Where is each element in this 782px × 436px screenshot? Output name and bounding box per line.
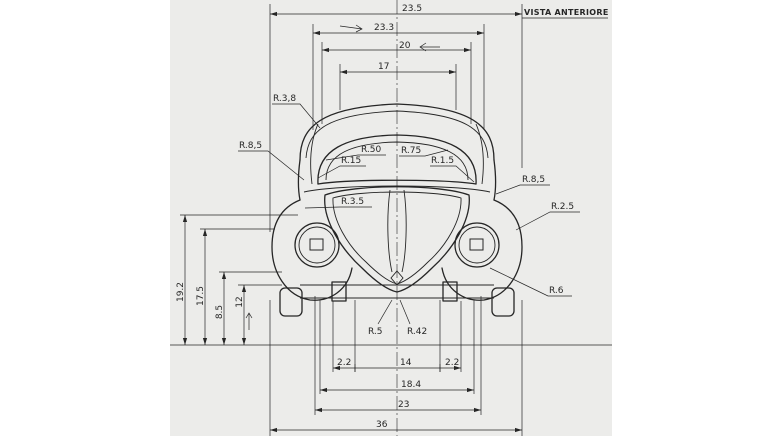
left-body-side (297, 159, 301, 201)
radius-label: R.2.5 (551, 202, 574, 212)
top-extension-lines (269, 4, 523, 232)
radius-label: R.3,8 (273, 94, 296, 104)
roof-outline (299, 103, 495, 161)
hand-arrow-right (339, 24, 363, 33)
leader-line (495, 184, 550, 195)
radius-annotations: R.3,8 R.8,5 R.50 R.15 R.75 R.1.5 R.8,5 R… (238, 94, 580, 337)
right-headlight-rim (458, 226, 496, 264)
dimension-label: 2.2 (337, 358, 351, 368)
left-tire (279, 287, 303, 317)
leader-line (399, 299, 411, 325)
right-side-window (475, 123, 484, 185)
hood-ridge-left (387, 189, 393, 273)
dimension-label: 18.4 (401, 380, 421, 390)
right-tire (491, 287, 515, 317)
leader-line (430, 165, 475, 183)
windshield-bottom (317, 179, 477, 185)
leader-line (272, 103, 321, 129)
radius-label: R.5 (368, 327, 383, 337)
right-fender (441, 199, 523, 301)
radius-label: R.15 (341, 156, 361, 166)
dimension-label: 19.2 (176, 282, 186, 302)
leader-line (489, 267, 572, 297)
dimension-label: 23.5 (402, 4, 422, 14)
leader-line (377, 299, 393, 325)
right-bumper-guard (442, 281, 458, 302)
right-headlight (454, 222, 500, 268)
view-title: VISTA ANTERIORE (524, 8, 609, 17)
cowl-line (303, 185, 491, 193)
dimension-label: 23.3 (374, 23, 394, 33)
hood-ridge-right (401, 189, 407, 273)
radius-label: R.3.5 (341, 197, 364, 207)
leader-line (238, 150, 305, 181)
dimension-label: 20 (399, 41, 411, 51)
right-headlight-lamp (469, 238, 484, 251)
windshield-outer (317, 134, 477, 185)
dimension-label: 2.2 (445, 358, 459, 368)
left-bumper-guard (331, 281, 347, 302)
leader-line (317, 165, 366, 179)
view-title-block: VISTA ANTERIORE (522, 8, 609, 19)
left-headlight-lamp (309, 238, 324, 251)
hood-outline (324, 186, 470, 293)
paper-sheet (170, 0, 612, 436)
radius-label: R.1.5 (431, 156, 454, 166)
dimension-label: 14 (400, 358, 412, 368)
dimension-label: 23 (398, 400, 409, 410)
radius-label: R.8,5 (239, 141, 262, 151)
left-headlight-rim (298, 226, 336, 264)
radius-label: R.6 (549, 286, 564, 296)
radius-label: R.75 (401, 146, 421, 156)
left-side-window (310, 123, 319, 185)
right-body-side (493, 159, 497, 201)
windshield-inner (325, 141, 469, 181)
dimension-label: 17 (378, 62, 389, 72)
hand-arrow-up (245, 312, 253, 330)
leader-line (515, 211, 580, 231)
hand-arrow-left (419, 42, 440, 52)
height-dimensions: 19.2 17.5 8.5 12 (176, 214, 298, 345)
radius-label: R.42 (407, 327, 427, 337)
bottom-dimensions: 2.2 14 2.2 18.4 23 36 (269, 296, 523, 436)
top-dimensions: 23.5 23.3 20 17 (270, 4, 522, 75)
dimension-label: 17.5 (196, 286, 206, 306)
dimension-label: 36 (376, 420, 388, 430)
dimension-label: 12 (235, 296, 245, 307)
hood-inner-edge (332, 191, 462, 285)
radius-label: R.50 (361, 145, 382, 155)
leader-line (304, 206, 372, 209)
dimension-label: 8.5 (215, 305, 225, 319)
left-headlight (294, 222, 340, 268)
car-front-outline (271, 103, 523, 317)
left-fender (271, 199, 353, 301)
leader-line (399, 149, 449, 157)
radius-label: R.8,5 (522, 175, 545, 185)
leader-line (325, 154, 386, 161)
